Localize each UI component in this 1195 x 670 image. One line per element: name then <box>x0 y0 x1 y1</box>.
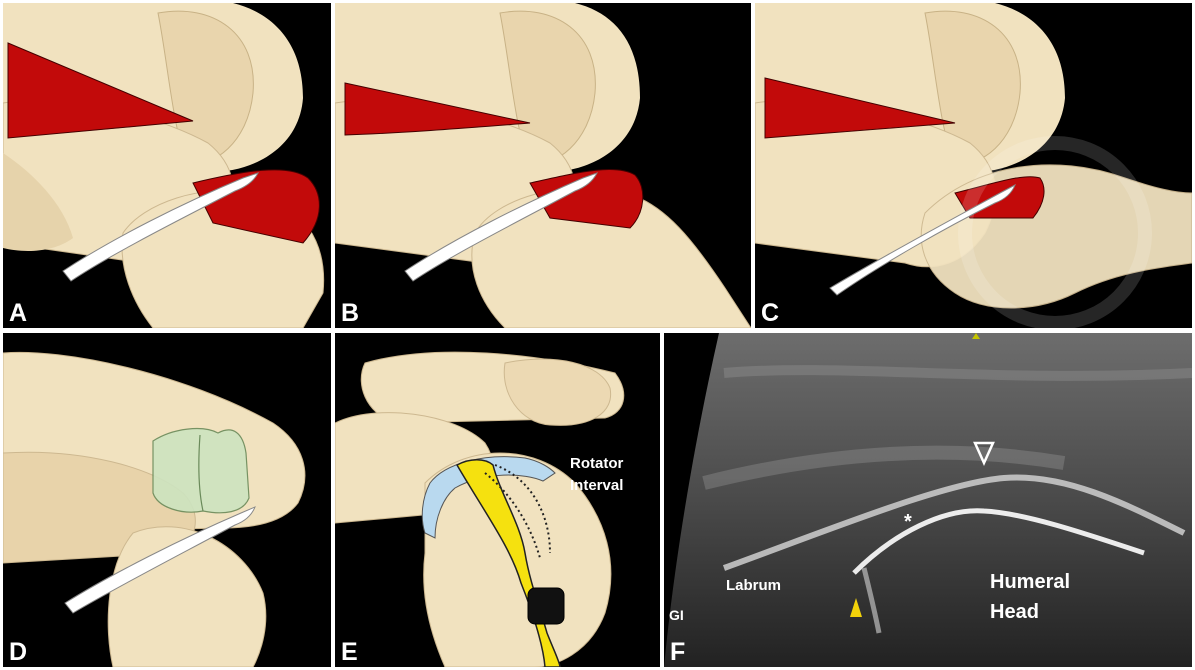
panel-label-d: D <box>9 640 27 665</box>
ultrasound-image <box>664 333 1192 667</box>
labrum-label: Labrum <box>726 577 781 594</box>
rotator-interval-label: Rotator Interval <box>570 453 623 497</box>
panel-b: B <box>335 3 751 328</box>
panel-label-f: F <box>670 640 685 665</box>
humeral-line1: Humeral <box>990 567 1070 597</box>
panel-f: * Labrum Humeral Head GI F <box>664 333 1192 667</box>
panel-label-e: E <box>341 640 358 665</box>
panel-d: D <box>3 333 331 667</box>
panel-e: Rotator Interval E <box>335 333 660 667</box>
panel-c: C <box>755 3 1192 328</box>
rotator-interval-line2: Interval <box>570 475 623 497</box>
asterisk-label: * <box>904 511 912 534</box>
panel-e-illustration <box>335 333 660 667</box>
panel-label-c: C <box>761 301 779 326</box>
gi-label: GI <box>669 607 684 623</box>
panel-label-a: A <box>9 301 27 326</box>
panel-b-illustration <box>335 3 751 328</box>
humeral-line2: Head <box>990 597 1070 627</box>
panel-a-illustration <box>3 3 331 328</box>
panel-a: A <box>3 3 331 328</box>
panel-d-illustration <box>3 333 331 667</box>
humeral-head-label: Humeral Head <box>990 567 1070 627</box>
rotator-interval-line1: Rotator <box>570 453 623 475</box>
panel-label-b: B <box>341 301 359 326</box>
panel-c-illustration <box>755 3 1192 328</box>
